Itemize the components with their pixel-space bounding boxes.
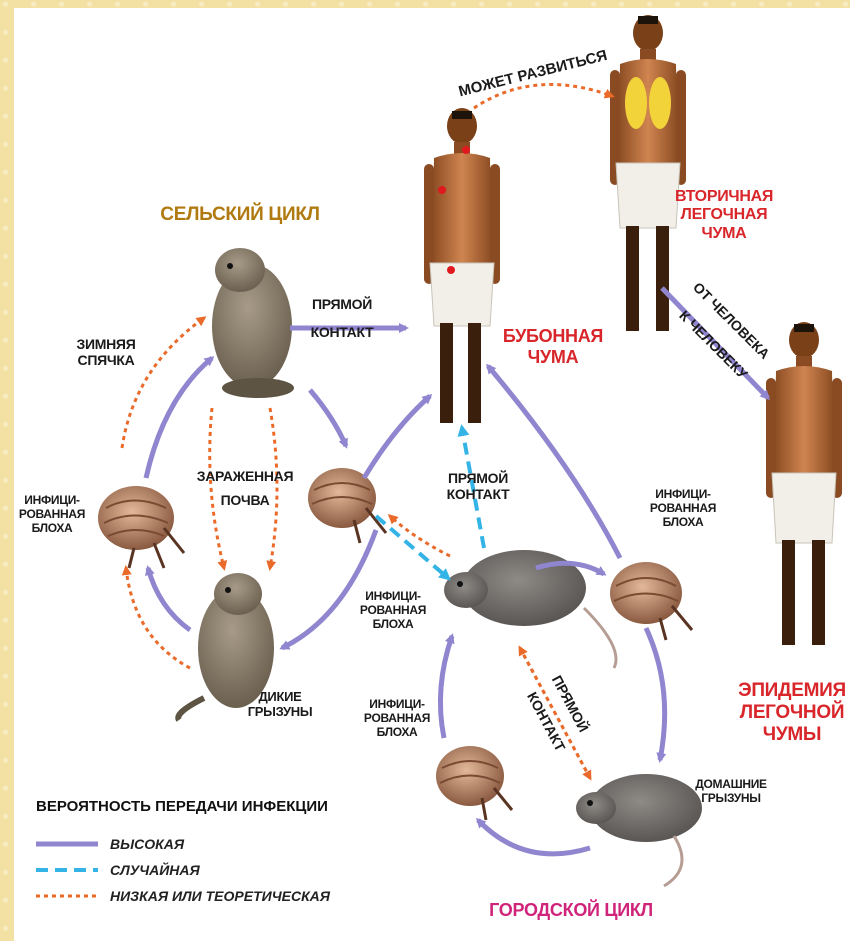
direct-contact-mid-label: ПРЯМОЙ КОНТАКТ xyxy=(438,470,518,502)
may-develop-label: МОЖЕТ РАЗВИТЬСЯ xyxy=(457,47,609,100)
infected-flea-left-label: ИНФИЦИ- РОВАННАЯ БЛОХА xyxy=(14,494,90,535)
domestic-rodents-label: ДОМАШНИЕ ГРЫЗУНЫ xyxy=(688,778,774,806)
infected-flea-center-line-1: ИНФИЦИ- xyxy=(350,590,436,604)
epidemic-line-1: ЭПИДЕМИЯ xyxy=(736,680,848,702)
human-epidemic xyxy=(766,322,842,645)
direct-contact-mid-line-2: КОНТАКТ xyxy=(438,486,518,502)
legend-item-high: ВЫСОКАЯ xyxy=(110,833,184,855)
legend-title: ВЕРОЯТНОСТЬ ПЕРЕДАЧИ ИНФЕКЦИИ xyxy=(36,798,328,815)
domestic-rodents-line-2: ГРЫЗУНЫ xyxy=(688,792,774,806)
epidemic-line-2: ЛЕГОЧНОЙ xyxy=(736,702,848,724)
secondary-pneumonic-line-1: ВТОРИЧНАЯ xyxy=(674,188,774,206)
infected-flea-center-line-2: РОВАННАЯ xyxy=(350,604,436,618)
infected-flea-bottom-line-1: ИНФИЦИ- xyxy=(354,698,440,712)
hibernation-line-1: ЗИМНЯЯ xyxy=(66,336,146,352)
urban-cycle-title: ГОРОДСКОЙ ЦИКЛ xyxy=(476,900,666,921)
flea-left xyxy=(98,486,184,568)
infected-flea-right-line-1: ИНФИЦИ- xyxy=(640,488,726,502)
infected-flea-center-label: ИНФИЦИ- РОВАННАЯ БЛОХА xyxy=(350,590,436,631)
infected-flea-left-line-3: БЛОХА xyxy=(14,522,90,536)
infected-flea-right-line-3: БЛОХА xyxy=(640,516,726,530)
human-to-human-label-1: ОТ ЧЕЛОВЕКА xyxy=(690,279,773,362)
flea-bottom xyxy=(436,746,512,820)
direct-contact-top-line-2: КОНТАКТ xyxy=(302,324,382,340)
direct-contact-top-line-1: ПРЯМОЙ xyxy=(302,296,382,312)
legend-item-random: СЛУЧАЙНАЯ xyxy=(110,859,200,881)
domestic-rodents-line-1: ДОМАШНИЕ xyxy=(688,778,774,792)
wild-rodents-line-1: ДИКИЕ xyxy=(242,690,318,705)
infected-flea-bottom-label: ИНФИЦИ- РОВАННАЯ БЛОХА xyxy=(354,698,440,739)
rat-bottom xyxy=(576,774,702,886)
infected-flea-left-line-2: РОВАННАЯ xyxy=(14,508,90,522)
hibernation-label: ЗИМНЯЯ СПЯЧКА xyxy=(66,336,146,368)
infected-soil-line-2: ПОЧВА xyxy=(190,492,300,508)
infected-soil-label: ЗАРАЖЕННАЯ ПОЧВА xyxy=(190,468,300,508)
infected-soil-line-1: ЗАРАЖЕННАЯ xyxy=(190,468,300,484)
diagram-panel: МОЖЕТ РАЗВИТЬСЯ ОТ ЧЕЛОВЕКА К ЧЕЛОВЕКУ П… xyxy=(14,8,850,941)
flea-right xyxy=(610,562,692,640)
bubonic-plague-label: БУБОННАЯ ЧУМА xyxy=(498,326,608,367)
human-bubonic xyxy=(424,108,500,423)
rural-cycle-title: СЕЛЬСКИЙ ЦИКЛ xyxy=(150,204,330,226)
infected-flea-bottom-line-3: БЛОХА xyxy=(354,726,440,740)
bubonic-line-1: БУБОННАЯ xyxy=(498,326,608,347)
infected-flea-bottom-line-2: РОВАННАЯ xyxy=(354,712,440,726)
infected-flea-left-line-1: ИНФИЦИ- xyxy=(14,494,90,508)
infected-flea-right-line-2: РОВАННАЯ xyxy=(640,502,726,516)
secondary-pneumonic-label: ВТОРИЧНАЯ ЛЕГОЧНАЯ ЧУМА xyxy=(674,188,774,243)
epidemic-label: ЭПИДЕМИЯ ЛЕГОЧНОЙ ЧУМЫ xyxy=(736,680,848,746)
direct-contact-mid-line-1: ПРЯМОЙ xyxy=(438,470,518,486)
secondary-pneumonic-line-2: ЛЕГОЧНАЯ xyxy=(674,206,774,224)
epidemic-line-3: ЧУМЫ xyxy=(736,724,848,746)
secondary-pneumonic-line-3: ЧУМА xyxy=(674,225,774,243)
hibernation-line-2: СПЯЧКА xyxy=(66,352,146,368)
wild-rodents-line-2: ГРЫЗУНЫ xyxy=(242,705,318,720)
bubonic-line-2: ЧУМА xyxy=(498,347,608,368)
human-secondary-pneumonic xyxy=(610,15,686,331)
legend-item-low: НИЗКАЯ ИЛИ ТЕОРЕТИЧЕСКАЯ xyxy=(110,885,330,907)
wild-rodents-label: ДИКИЕ ГРЫЗУНЫ xyxy=(242,690,318,720)
gopher-top xyxy=(212,248,294,398)
random-arrows xyxy=(376,428,484,578)
infected-flea-right-label: ИНФИЦИ- РОВАННАЯ БЛОХА xyxy=(640,488,726,529)
direct-contact-top-label: ПРЯМОЙ КОНТАКТ xyxy=(302,296,382,340)
infected-flea-center-line-3: БЛОХА xyxy=(350,618,436,632)
